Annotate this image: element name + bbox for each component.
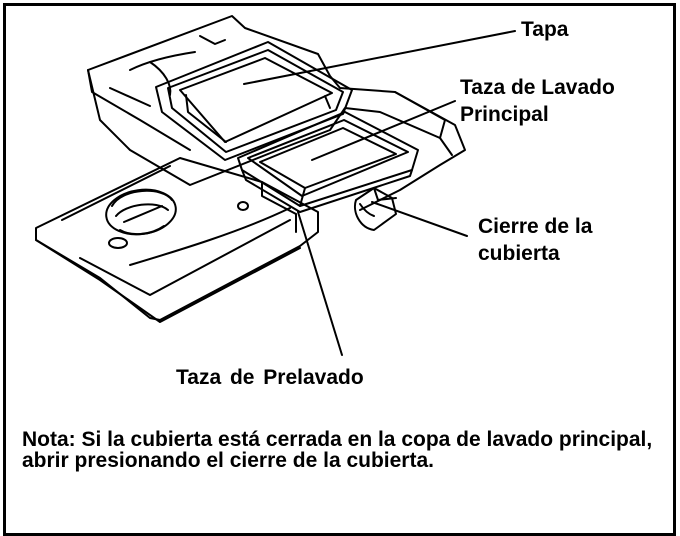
dial-knob: [105, 188, 177, 236]
prewash-tray: [35, 157, 319, 323]
leader-main-cup: [311, 100, 456, 161]
label-latch-line2: cubierta: [478, 242, 560, 265]
note-text: Nota: Si la cubierta está cerrada en la …: [22, 428, 653, 472]
cover-latch: [354, 187, 397, 231]
leader-prewash: [297, 211, 343, 356]
label-main-cup-line2: Principal: [460, 103, 549, 126]
side-rail: [359, 91, 466, 211]
lid: [155, 41, 353, 161]
label-main-cup-line1: Taza de Lavado: [460, 76, 615, 99]
label-latch-line1: Cierre de la: [478, 215, 593, 238]
label-tapa: Tapa: [521, 18, 569, 41]
leader-tapa: [243, 30, 516, 85]
label-prewash: Taza de Prelavado: [176, 366, 364, 389]
leader-latch: [371, 201, 468, 237]
hole-left: [108, 237, 128, 249]
hole-right: [237, 201, 249, 211]
